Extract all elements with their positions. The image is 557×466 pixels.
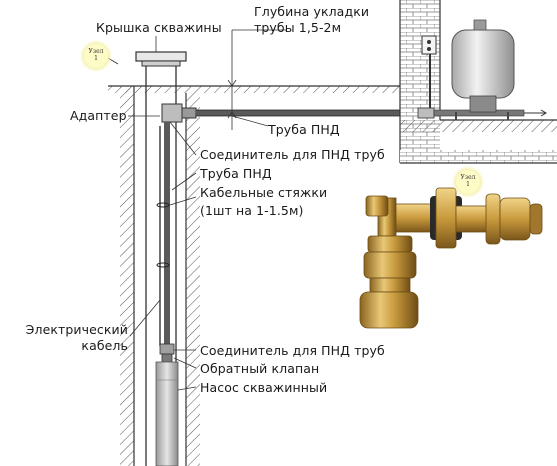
node-note-right-line2: 1 (466, 181, 470, 188)
cable-label-line1: Электрический (25, 322, 128, 337)
adapter (161, 103, 197, 123)
well-walls (120, 86, 200, 466)
vertical-pipe (159, 122, 170, 346)
adapter-label: Адаптер (70, 108, 127, 123)
pump-label: Насос скважинный (200, 380, 328, 395)
node-note-left[interactable]: Узел 1 (84, 44, 108, 68)
node-note-left-line1: Узел (88, 48, 104, 55)
check-valve-label: Обратный клапан (200, 361, 320, 376)
depth-label-line2: трубы 1,5-2м (254, 20, 342, 35)
cable-ties (156, 202, 170, 268)
node-note-right[interactable]: Узел 1 (456, 170, 480, 194)
wall-fittings (417, 35, 525, 119)
node-note-right-line1: Узел (460, 174, 476, 181)
submersible-pump (155, 361, 179, 466)
depth-dimension (227, 29, 286, 130)
cable-ties-label-line1: Кабельные стяжки (200, 185, 328, 200)
pressure-tank (451, 19, 547, 120)
bottom-connector (159, 343, 175, 363)
well-cap-label: Крышка скважины (96, 20, 222, 35)
connector-top-label: Соединитель для ПНД труб (200, 147, 385, 162)
node-note-left-line2: 1 (94, 55, 98, 62)
leader-lines (107, 36, 269, 391)
cable-ties-label-line2: (1шт на 1-1.5м) (200, 203, 304, 218)
house-wall (399, 0, 557, 164)
pipe-mid-label: Труба ПНД (200, 166, 272, 181)
connector-bottom-label: Соединитель для ПНД труб (200, 343, 385, 358)
node-detail-fitting (359, 187, 543, 329)
pipe-top-label: Труба ПНД (268, 122, 340, 137)
ground-surface (108, 85, 400, 93)
depth-label-line1: Глубина укладки (254, 4, 370, 19)
cable-label-line2: кабель (81, 338, 128, 353)
horizontal-pipe (196, 109, 418, 117)
well-cap (135, 51, 187, 67)
